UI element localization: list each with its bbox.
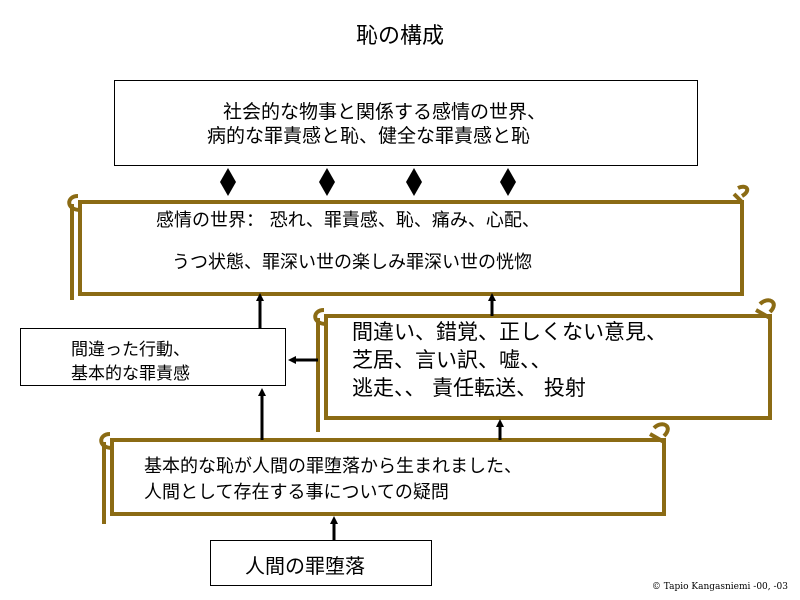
page-title: 恥の構成 [355, 24, 444, 49]
wrong-action-line2: 基本的な罪責感 [71, 364, 190, 384]
diamond-connector-3 [406, 168, 422, 196]
emotions-scroll-shape [67, 184, 750, 300]
errors-line3: 逃走、、 責任転送、 投射 [352, 376, 586, 400]
basic-shame-line1: 基本的な恥が人間の罪堕落から生まれました、 [144, 456, 522, 477]
basic-shame-line2: 人間として存在する事についての疑問 [144, 482, 449, 503]
emotions-line2: うつ状態、罪深い世の楽しみ罪深い世の恍惚 [172, 252, 532, 273]
wrong-action-line1: 間違った行動、 [71, 340, 190, 360]
fall-of-man-label: 人間の罪堕落 [245, 554, 365, 578]
fall-of-man-box: 人間の罪堕落 [210, 540, 432, 586]
errors-line2: 芝居、言い訳、嘘、、 [352, 348, 552, 372]
wrong-action-box: 間違った行動、 基本的な罪責感 [20, 328, 286, 386]
diamond-connector-2 [319, 168, 335, 196]
errors-line1: 間違い、錯覚、正しくない意見、 [352, 320, 667, 344]
diamond-connector-1 [220, 168, 236, 196]
basic-shame-scroll-shape [99, 422, 670, 524]
social-emotions-box: 社会的な物事と関係する感情の世界、 病的な罪責感と恥、健全な罪責感と恥 [114, 80, 698, 166]
copyright-text: © Tapio Kangasniemi -00, -03 [651, 582, 788, 592]
diamond-connector-4 [500, 168, 516, 196]
errors-scroll-shape [313, 298, 776, 432]
social-emotions-line2: 病的な罪責感と恥、健全な罪責感と恥 [207, 125, 531, 147]
social-emotions-line1: 社会的な物事と関係する感情の世界、 [223, 101, 547, 123]
emotions-line1: 感情の世界： 恐れ、罪責感、恥、痛み、心配、 [156, 210, 540, 231]
arrows [256, 293, 504, 540]
